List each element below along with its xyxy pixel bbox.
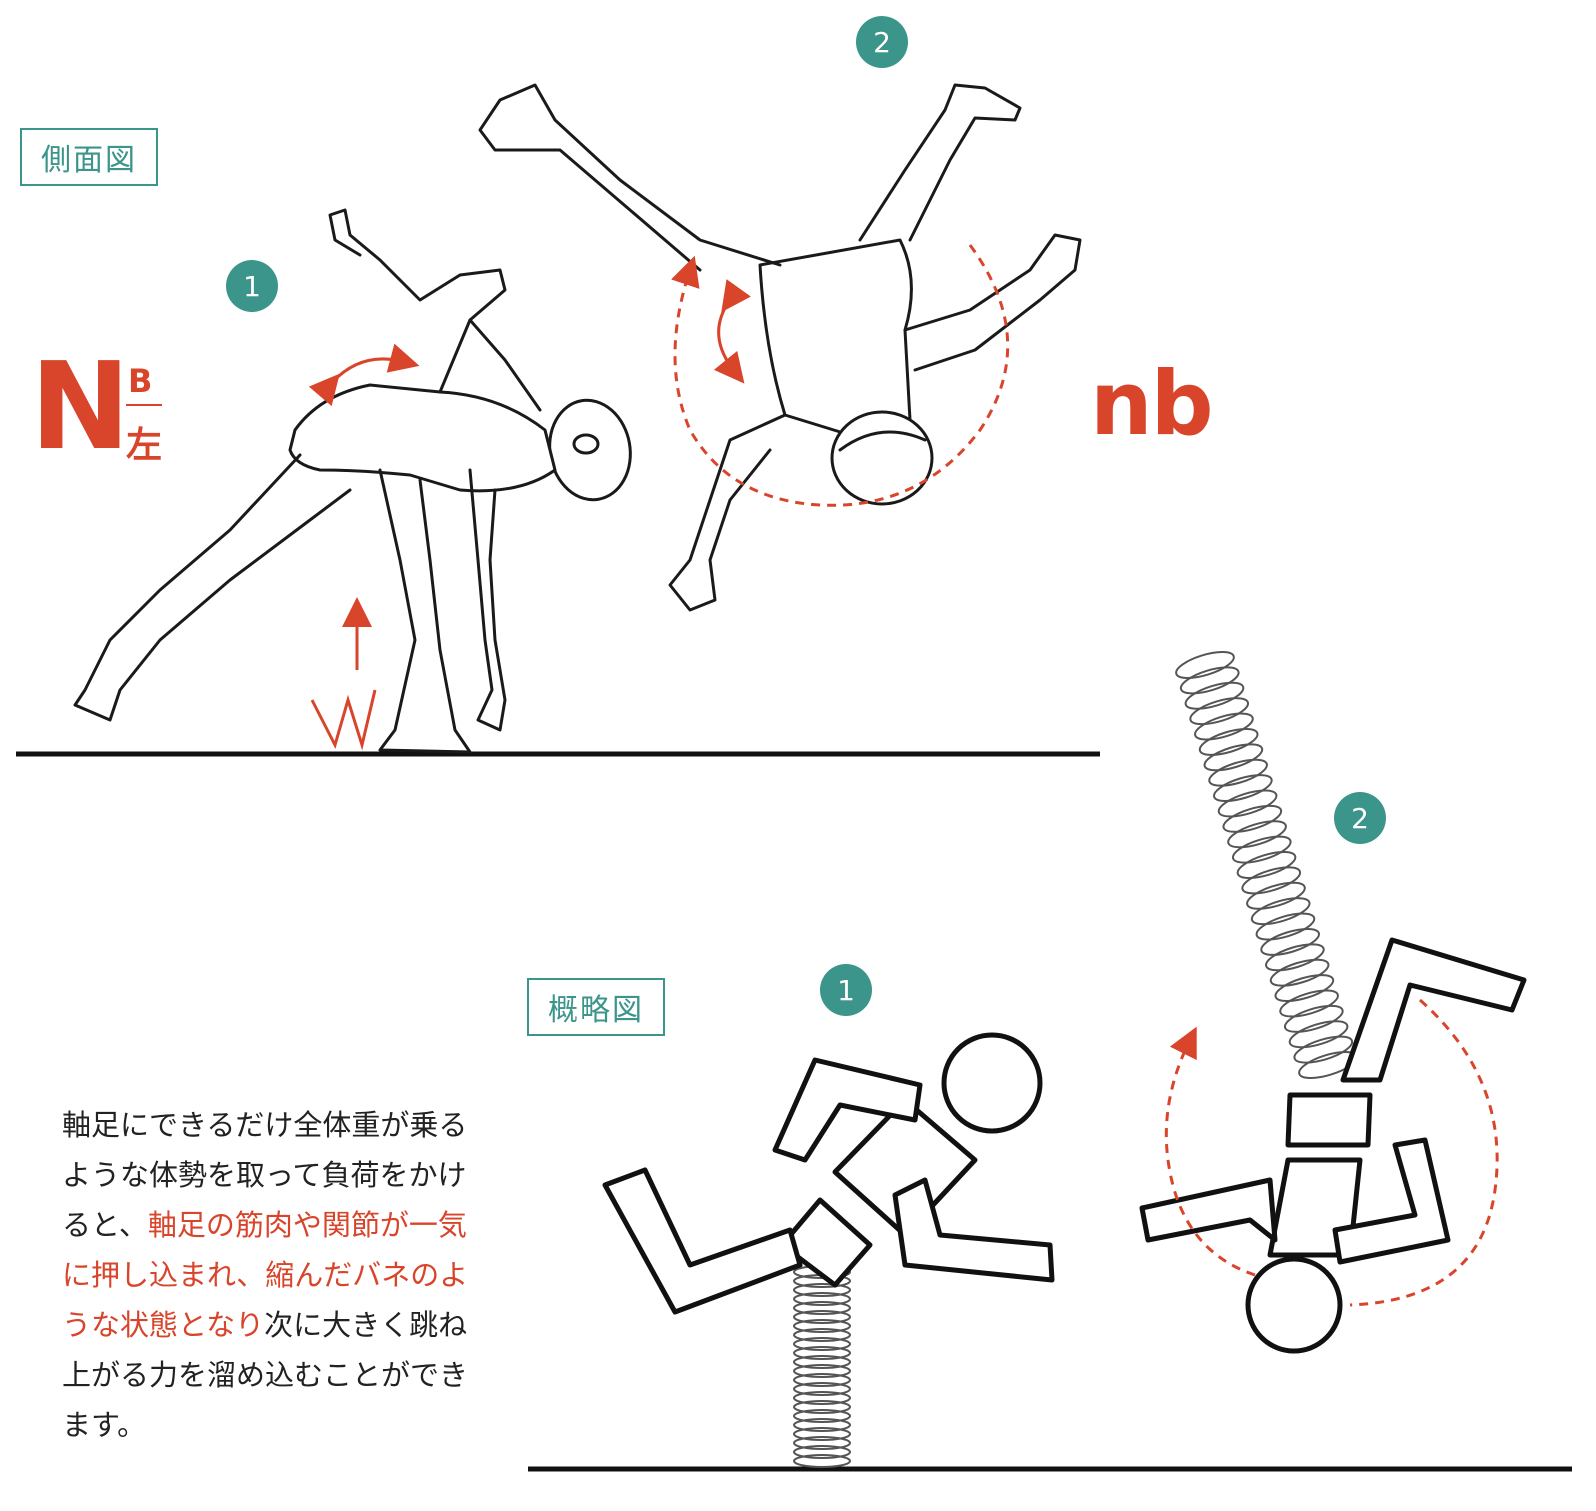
spring-zigzag [310,689,377,751]
caption-part-1: 軸足にできるだけ全体重が乗るような体勢を取って負荷をかけると、 [62,1108,468,1242]
coil-ring [1279,989,1339,1018]
coil-ring [793,1328,851,1342]
coil-ring [793,1364,851,1378]
coil-ring [1283,1004,1344,1033]
notation-word: nb [1090,352,1214,455]
schematic-figure-1 [602,1032,1055,1315]
coil-ring [793,1418,851,1432]
coil-ring [793,1283,851,1297]
coil-ring [1269,958,1330,987]
coil-ring [1179,666,1240,695]
coil-ring [1241,866,1302,895]
coil-ring [793,1409,851,1423]
coil-ring [793,1391,851,1405]
coil-ring [1231,835,1292,864]
step-badge-bottom-2: 2 [1334,792,1386,844]
curve-arrow-top [308,343,420,407]
step-badge-top-1: 1 [226,260,278,312]
sketch-figure-crouch [73,208,632,754]
coil-ring [1250,897,1311,926]
coil-ring [793,1400,851,1414]
coil-ring [1293,1035,1354,1064]
step-badge-bottom-1: 1 [820,964,872,1016]
caption-highlight: 軸足の筋肉や関節が一気に押し込まれ、縮んだバネのような状態となり [62,1208,469,1342]
coil-ring [1236,851,1297,879]
notation-subscript: 左 [126,425,163,466]
coil-ring [793,1310,851,1324]
coil-ring [793,1346,851,1360]
caption-part-2: 次に大きく跳ね上がる力を溜め込むことができます。 [62,1308,469,1442]
label-side-view: 側面図 [20,128,158,186]
coil-ring [1246,881,1306,910]
head [830,410,934,506]
notation-letter: N [30,338,131,477]
coil-ring [793,1355,851,1369]
coil-ring [1194,712,1254,741]
rotation-dashed-arc-bottom [1164,998,1499,1307]
coil-ring [1288,1020,1349,1049]
rotation-dashed-arc-top [671,244,1010,507]
coil-ring [1227,820,1287,849]
coil-ring [1222,804,1283,833]
head [548,398,632,502]
spring-coil-left [793,1265,851,1468]
schematic-figure-2 [1139,937,1527,1354]
step-badge-top-2: 2 [856,16,908,68]
coil-ring [793,1454,851,1468]
notation-divider [126,404,162,406]
coil-ring [793,1319,851,1333]
coil-ring [1265,943,1325,972]
spring-coil-right [1175,651,1358,1079]
coil-ring [1203,743,1264,772]
coil-ring [793,1436,851,1450]
coil-ring [793,1445,851,1459]
coil-ring [793,1373,851,1387]
coil-ring [793,1292,851,1306]
label-schematic: 概略図 [527,978,665,1036]
sketch-figure-flip [478,83,1082,612]
coil-ring [1184,681,1245,710]
coil-ring [793,1382,851,1396]
coil-ring [793,1427,851,1441]
coil-ring [1189,697,1250,726]
coil-ring [1213,774,1273,803]
coil-ring [793,1301,851,1315]
coil-ring [1260,927,1320,956]
coil-ring [1208,758,1268,787]
coil-ring [1274,974,1335,1003]
caption-text: 軸足にできるだけ全体重が乗るような体勢を取って負荷をかけると、軸足の筋肉や関節が… [62,1100,472,1450]
coil-ring [793,1337,851,1351]
coil-ring [1175,651,1235,679]
double-arrow-chest [713,279,751,384]
notation-superscript: B [128,362,153,400]
coil-ring [1217,789,1278,818]
coil-ring [1255,912,1316,941]
coil-ring [1198,727,1259,756]
